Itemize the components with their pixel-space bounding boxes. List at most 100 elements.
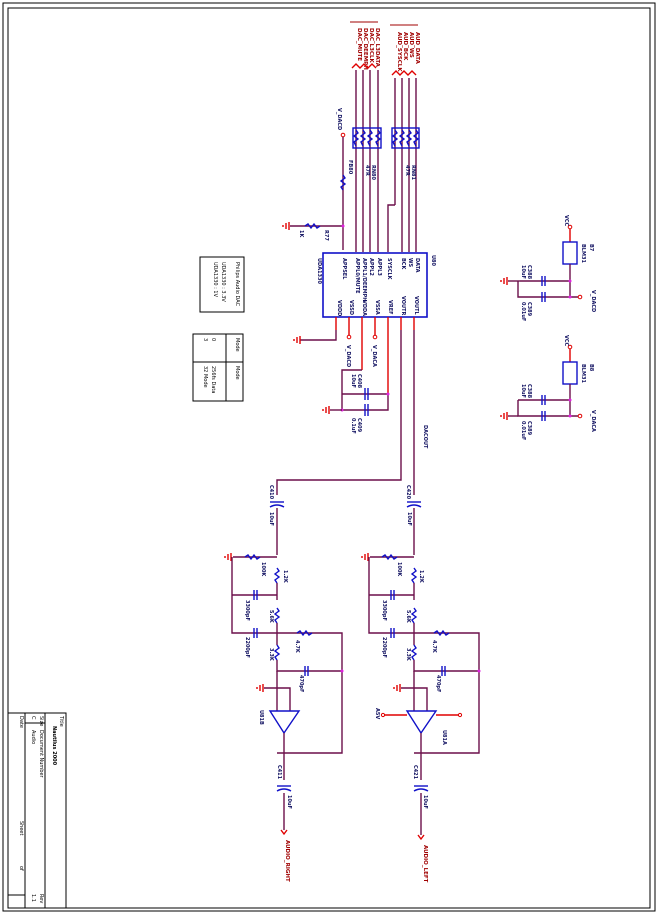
right-channel-filter: C410 10uF 100K 1.2K 3300pF 5.6K 2200pF 4… xyxy=(224,485,344,882)
dac-output-wires xyxy=(276,330,415,495)
c-reg2-ref: C389 xyxy=(526,421,532,436)
ground-icon xyxy=(224,553,232,561)
c-reg1-value: 10uF xyxy=(520,384,526,398)
ic-ref: U80 xyxy=(430,255,436,267)
c408-ref: C408 xyxy=(356,374,362,389)
net-aud-bck: AUD_BCK xyxy=(402,32,408,61)
net-audio-left: AUDIO_LEFT xyxy=(422,845,428,883)
vdacd-port-icon xyxy=(346,334,352,340)
ic-pin-label: VDDD xyxy=(336,300,342,316)
c-fb-value: 470pF xyxy=(298,675,304,692)
ic-part: UDA1330 xyxy=(316,258,322,285)
b8-ref: B8 xyxy=(588,364,594,372)
vdaca-port-icon xyxy=(372,334,378,340)
ground-icon xyxy=(282,222,290,230)
c-dc-l-value: 10uF xyxy=(422,795,428,809)
table-cell: 3 xyxy=(202,338,208,341)
ic-pin-label: DATA xyxy=(414,258,420,273)
ic-pin-label: APPL2 xyxy=(368,258,374,276)
r4-value: 4.7K xyxy=(431,640,437,654)
opamp-u81a-icon xyxy=(405,710,438,735)
sheet-label: Sheet xyxy=(18,821,24,835)
c410-ref: C410 xyxy=(268,485,274,500)
c420-ref: C420 xyxy=(405,485,411,500)
ic-pin-label: VDDA xyxy=(361,300,367,316)
pullup-network: V_DACD FB80 R77 1K xyxy=(282,108,353,250)
size-label: Size xyxy=(38,716,44,726)
table-cell: 0 xyxy=(210,338,216,341)
vcc-port-icon xyxy=(567,344,573,350)
c-reg1-ref: C388 xyxy=(526,265,532,280)
sheet-inner-border xyxy=(7,7,651,909)
top-net-labels: DAC_MUTE DAC_DEEMPH DAC_L3CLK DAC_L3DATA… xyxy=(350,21,420,76)
c-filt1-value: 3300pF xyxy=(381,600,387,621)
r1-value: 1.2K xyxy=(282,570,288,584)
opamp-u81b-icon xyxy=(268,710,301,735)
vdaca-out-port-icon xyxy=(577,413,583,419)
c409-value: 0.1uF xyxy=(350,418,356,434)
net-dac-mute: DAC_MUTE xyxy=(356,28,362,61)
ground-icon xyxy=(361,553,369,561)
ground-icon xyxy=(293,336,301,344)
rev-value: 1.1 xyxy=(30,894,36,902)
ic-pin-label: APPSEL xyxy=(341,258,347,280)
net-audio-right: AUDIO_RIGHT xyxy=(284,840,290,882)
c-dc-r-ref: C411 xyxy=(276,765,282,780)
c-fb-value: 470pF xyxy=(435,675,441,692)
c-filt1-value: 3300pF xyxy=(244,600,250,621)
ic-pin-label: WS xyxy=(407,258,413,268)
ic-pin-label: SYSCLK xyxy=(386,258,392,281)
c-reg2-value: 0.01uF xyxy=(520,421,526,440)
ground-icon xyxy=(500,412,508,420)
net-aud-data: AUD_DATA xyxy=(414,32,420,65)
mode-table: Mode Mode 0 3 256fs Data 32 Mode xyxy=(192,333,244,402)
c420-value: 10uF xyxy=(406,512,412,526)
c-dc-l-ref: C421 xyxy=(412,765,418,780)
vcc-port-icon xyxy=(567,224,573,230)
vdac-port-icon xyxy=(340,132,346,138)
a5v-label: A5V xyxy=(374,708,380,719)
c-reg2-value: 0.01uF xyxy=(520,302,526,321)
c408-value: 10uF xyxy=(350,374,356,388)
date-label: Date xyxy=(18,716,24,728)
ferrite-b8-icon xyxy=(562,361,578,385)
r-pull-value: 100K xyxy=(260,562,266,577)
opamp-r-ref: U81B xyxy=(258,710,264,725)
vdacd-label: V_DACD xyxy=(345,345,351,367)
ic-pin-label: APPL0/MUTE xyxy=(354,258,360,294)
c-filt2-value: 2200pF xyxy=(244,637,250,658)
doc-label: Document Number xyxy=(38,730,44,779)
ic-pin-label: VREF xyxy=(387,300,393,315)
notes-box: Philips Audio DAC UDA1330 : 3.3V UDA1330… xyxy=(199,256,245,313)
r2-value: 5.6K xyxy=(268,610,274,624)
vcc-label: VCC xyxy=(563,335,569,347)
fb80-ref: FB80 xyxy=(347,160,353,175)
supply-filter-vdacd: VCC B7 BLM31 V_DACD C388 10uF C389 0.01u… xyxy=(500,215,596,321)
notes-line1: UDA1330 : 3.3V xyxy=(220,262,226,302)
of-label: of xyxy=(18,866,24,871)
table-header-1: Mode xyxy=(234,338,240,352)
ic-pin-label: APPL3 xyxy=(376,258,382,276)
net-dac-l3data: DAC_L3DATA xyxy=(374,28,380,68)
ground-icon xyxy=(322,406,330,414)
r77-value: 1K xyxy=(298,230,304,238)
r1-value: 1.2K xyxy=(418,570,424,584)
vdacd-out-label: V_DACD xyxy=(590,290,596,312)
r3-value: 3.3K xyxy=(268,648,274,662)
r3-value: 3.3K xyxy=(405,648,411,662)
ground-icon xyxy=(393,684,401,692)
title-block: Title Nautilus 2000 Size C Document Numb… xyxy=(7,712,67,909)
rn81-ref: RN81 xyxy=(410,165,416,181)
ic-pin-label: APPL1/DEEMPH xyxy=(361,258,367,302)
title-label: Title xyxy=(58,715,64,727)
r77-ref: R77 xyxy=(323,230,329,241)
b7-ref: B7 xyxy=(588,244,594,252)
title-value: Nautilus 2000 xyxy=(51,726,57,766)
ground-icon xyxy=(500,277,508,285)
c-dc-r-value: 10uF xyxy=(286,795,292,809)
c-reg1-value: 10uF xyxy=(520,265,526,279)
resistor-network-rn80: RN80 47R xyxy=(352,127,382,181)
table-cell: 32 Mode xyxy=(202,366,208,388)
